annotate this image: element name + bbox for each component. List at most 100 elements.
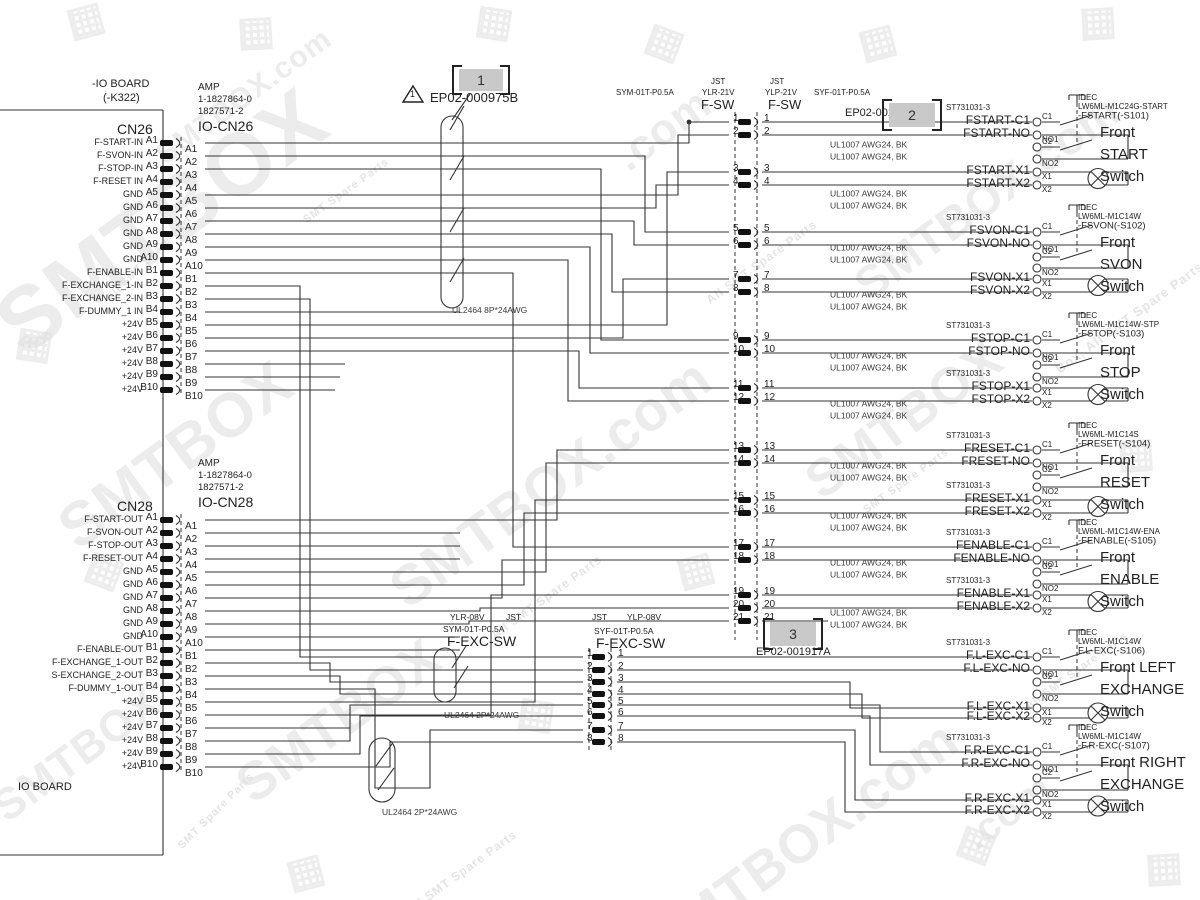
lamp-icon xyxy=(1090,499,1106,514)
cn28-pin-signal: F-SVON-OUT xyxy=(87,527,143,537)
contact-socket-icon xyxy=(753,240,759,250)
lamp-icon xyxy=(1090,594,1106,609)
fsw-pin-number-left: 18 xyxy=(733,551,745,562)
contact-plug-icon xyxy=(738,544,751,550)
fexc-plug-part: SYM-01T-P0.5A xyxy=(443,624,505,634)
contact-plug-icon xyxy=(160,517,173,523)
terminal-label: X1 xyxy=(1042,388,1052,397)
cn28-pin-name-right: A7 xyxy=(185,599,198,610)
switch-ref-designator: -FSVON(-S102) xyxy=(1078,220,1146,232)
fsw-pin-number-left: 2 xyxy=(733,126,739,137)
wire-spec-label: UL1007 AWG24, BK xyxy=(830,362,908,373)
cn26-pin-signal: F-SVON-IN xyxy=(97,150,143,160)
cn28-pin-name-right: B3 xyxy=(185,677,198,688)
fsw-pin-number-right: 15 xyxy=(764,491,776,502)
wire-fexc-switches xyxy=(617,656,1032,813)
switch-terminal xyxy=(1032,652,1042,662)
fsw-housing-dashed xyxy=(734,112,758,640)
switch-terminal xyxy=(1032,482,1042,492)
net-label: FSTART-NO xyxy=(963,126,1030,140)
switch-mfr: IDEC xyxy=(1078,421,1098,430)
contact-socket-icon xyxy=(175,138,181,148)
switch-mfr: IDEC xyxy=(1078,628,1098,637)
switch-terminal xyxy=(1032,117,1042,127)
switch-contact-stub xyxy=(1042,656,1060,683)
contact-socket-icon xyxy=(175,372,181,382)
fsw-pin-number-left: 4 xyxy=(733,176,739,187)
switch-terminal xyxy=(1032,579,1042,589)
cn28-pin-name-right: B7 xyxy=(185,729,198,740)
cn26-pin-name-left: B9 xyxy=(145,369,158,380)
cn28-pin-signal: +24V xyxy=(121,709,143,719)
cn28-pin-name-left: A10 xyxy=(140,629,158,640)
switch-body-line xyxy=(1042,764,1128,813)
terminal-label: C1 xyxy=(1042,742,1053,751)
switch-description: Front LEFT xyxy=(1100,659,1176,676)
contact-plug-icon xyxy=(160,725,173,731)
contact-plug-icon xyxy=(738,460,751,466)
contact-plug-icon xyxy=(160,530,173,536)
contact-plug-icon xyxy=(160,569,173,575)
switch-part-number: ST731031-3 xyxy=(946,733,991,742)
terminal-label: C1 xyxy=(1042,222,1053,231)
cn28-pin-name-left: A4 xyxy=(145,551,158,562)
wire-spec-label: UL1007 AWG24, BK xyxy=(830,139,908,150)
contact-plug-icon xyxy=(160,231,173,237)
fsw-recept-model: YLP-21V xyxy=(765,88,798,97)
contact-socket-icon xyxy=(175,528,181,538)
switch-terminal xyxy=(1032,495,1042,505)
switch-body-line xyxy=(1042,134,1128,186)
fsw-pin-number-right: 2 xyxy=(764,126,770,137)
fsw-pin-number-right: 20 xyxy=(764,599,776,610)
switch-terminal xyxy=(1032,240,1042,250)
contact-plug-icon xyxy=(738,350,751,356)
contact-plug-icon xyxy=(160,660,173,666)
switch-terminal xyxy=(1032,348,1042,358)
fsw-pin-number-right: 12 xyxy=(764,392,776,403)
contact-socket-icon xyxy=(753,542,759,552)
pushbutton-head-icon xyxy=(1068,422,1086,431)
switch-terminal xyxy=(1032,372,1042,382)
contact-plug-icon xyxy=(160,374,173,380)
switch-part-number: ST731031-3 xyxy=(946,369,991,378)
contact-socket-icon xyxy=(607,689,613,699)
switch-description: Switch xyxy=(1100,798,1145,815)
cn28-pin-name-left: B3 xyxy=(145,668,158,679)
cn26-pin-signal: F-ENABLE-IN xyxy=(86,267,143,277)
wire-harness-cn26-fsw xyxy=(205,121,729,716)
fsw-pin-number-right: 3 xyxy=(764,163,770,174)
wire-spec-label: UL1007 AWG24, BK xyxy=(830,472,908,483)
contact-socket-icon xyxy=(753,348,759,358)
terminal-label: X1 xyxy=(1042,800,1052,809)
cn26-pin-name-left: A6 xyxy=(145,200,158,211)
wire-spec-label: UL1007 AWG24, BK xyxy=(830,254,908,265)
cn28-pin-signal: GND xyxy=(123,605,143,615)
cn28-pin-name-left: A1 xyxy=(145,512,158,523)
contact-plug-icon xyxy=(160,387,173,393)
contact-plug-icon xyxy=(160,686,173,692)
fexc-ref-id: EP02-001917A xyxy=(756,646,831,658)
fsw-pin-number-left: 14 xyxy=(733,454,745,465)
switch-terminal xyxy=(1032,603,1042,613)
switch-description: STOP xyxy=(1100,364,1141,381)
switch-terminal xyxy=(1032,689,1042,699)
switch-body-line xyxy=(1042,559,1128,609)
contact-plug-icon xyxy=(738,182,751,188)
cn26-pin-name-right: A4 xyxy=(185,183,198,194)
contact-socket-icon xyxy=(175,229,181,239)
cn26-pin-signal: +24V xyxy=(121,319,143,329)
switch-ref-designator: -FSTOP(-S103) xyxy=(1078,328,1145,340)
contact-plug-icon xyxy=(160,361,173,367)
switch-terminal xyxy=(1032,360,1042,370)
contact-socket-icon xyxy=(175,177,181,187)
fsw-pin-number-left: 7 xyxy=(733,270,739,281)
switch-description: Front RIGHT xyxy=(1100,754,1186,771)
terminal-label: C2 xyxy=(1042,672,1053,681)
contact-socket-icon xyxy=(175,710,181,720)
fsw-pin-number-right: 7 xyxy=(764,270,770,281)
fsw-pin-number-right: 11 xyxy=(764,379,775,390)
board-ref: (-K322) xyxy=(103,92,140,104)
cn26-pin-name-right: A5 xyxy=(185,196,198,207)
switch-description: Front xyxy=(1100,549,1136,566)
